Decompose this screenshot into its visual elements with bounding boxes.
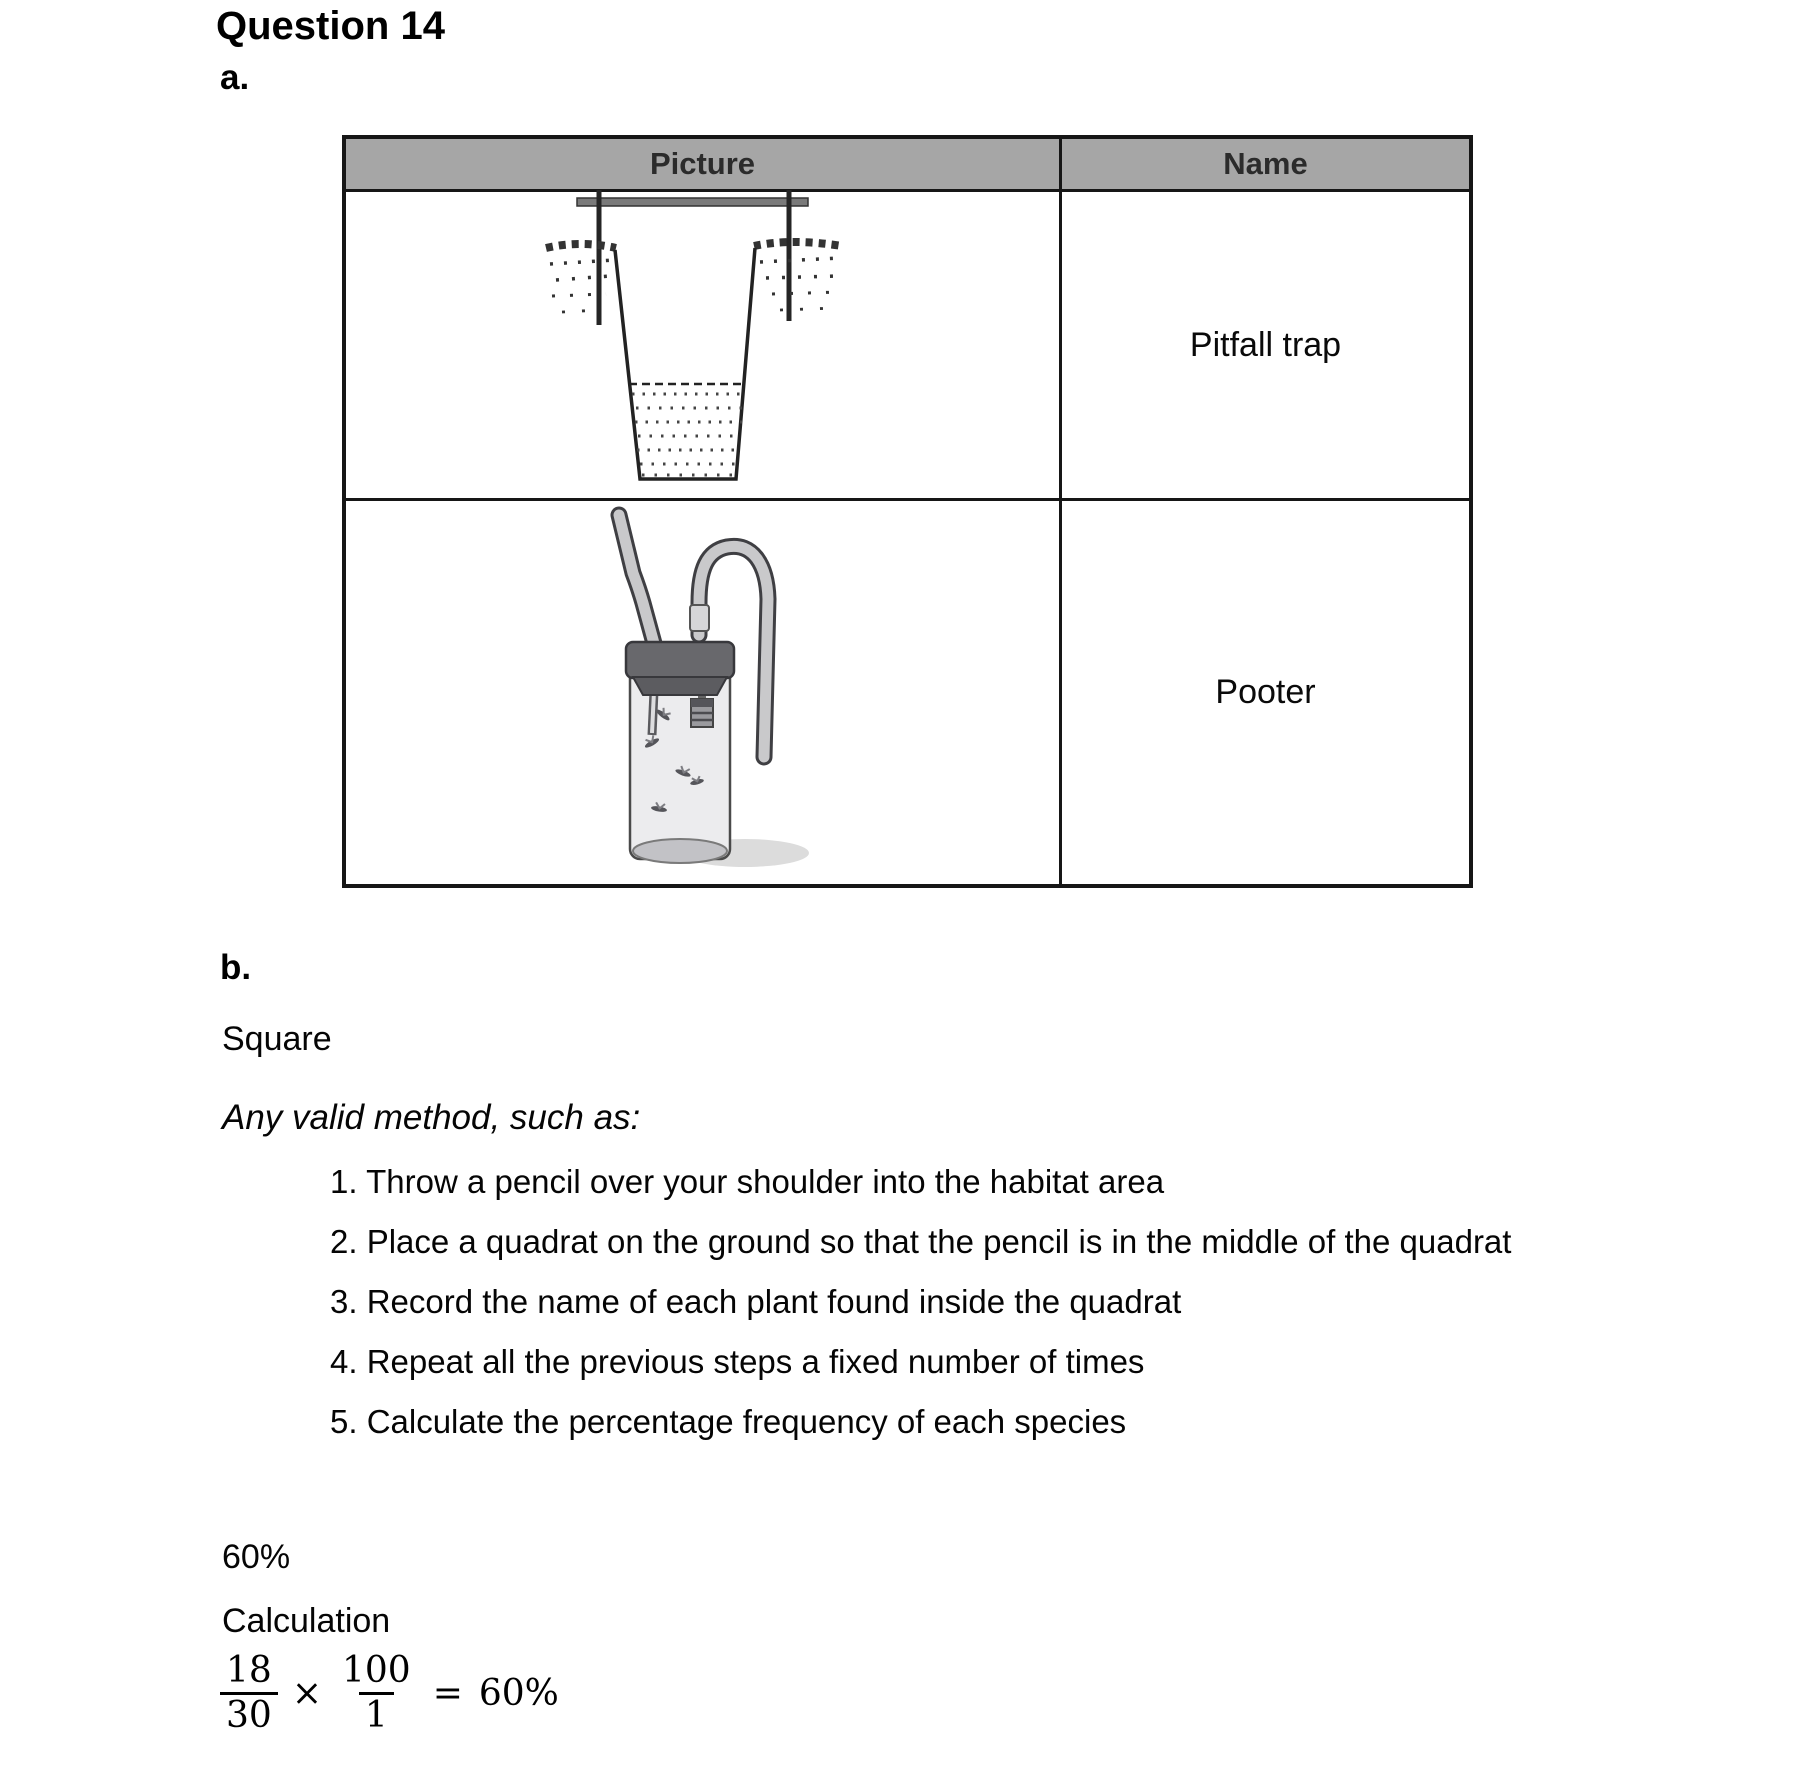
soil-right <box>753 238 843 312</box>
part-b-label: b. <box>220 948 252 987</box>
table-header-name: Name <box>1062 139 1469 192</box>
question-title: Question 14 <box>216 4 445 48</box>
table-cell-pitfall-picture <box>346 190 1062 501</box>
fraction-100-1: 100 1 <box>336 1650 417 1737</box>
formula-result: 60% <box>478 1672 559 1714</box>
calculation-label: Calculation <box>222 1602 391 1640</box>
table-cell-pooter-name: Pooter <box>1215 673 1316 711</box>
method-step-2: 2. Place a quadrat on the ground so that… <box>330 1223 1512 1260</box>
jar-lid <box>624 640 736 696</box>
method-intro: Any valid method, such as: <box>222 1098 641 1137</box>
part-a-label: a. <box>220 58 250 97</box>
pooter-illustration <box>610 506 809 867</box>
mouthpiece-tube <box>610 506 664 656</box>
fraction-numerator: 18 <box>226 1650 272 1691</box>
method-step-3: 3. Record the name of each plant found i… <box>330 1283 1182 1320</box>
fraction-denominator: 1 <box>358 1691 394 1737</box>
cup-contents <box>632 392 744 477</box>
equals-sign: = <box>432 1672 463 1714</box>
fraction-numerator: 100 <box>341 1650 411 1691</box>
multiply-operator: × <box>291 1672 322 1714</box>
shape-answer: Square <box>222 1020 332 1058</box>
insects <box>644 707 704 812</box>
equipment-table: Picture Name <box>342 135 1473 888</box>
table-cell-pitfall-name: Pitfall trap <box>1062 192 1469 501</box>
fraction-18-30: 18 30 <box>220 1650 278 1737</box>
collection-tube <box>690 537 777 766</box>
method-step-4: 4. Repeat all the previous steps a fixed… <box>330 1343 1145 1380</box>
table-cell-pooter-picture <box>346 501 1062 884</box>
method-step-1: 1. Throw a pencil over your shoulder int… <box>330 1163 1165 1200</box>
pitfall-lid <box>576 197 809 207</box>
pit-walls <box>613 247 757 481</box>
method-steps-list: 1. Throw a pencil over your shoulder int… <box>330 1152 1570 1452</box>
percentage-answer: 60% <box>222 1538 291 1576</box>
soil-left <box>545 240 617 314</box>
jar-base <box>632 838 728 864</box>
method-step-5: 5. Calculate the percentage frequency of… <box>330 1403 1127 1440</box>
fraction-denominator: 30 <box>220 1691 278 1737</box>
tube-connector <box>689 604 710 632</box>
pitfall-trap-illustration <box>545 190 843 481</box>
calculation-formula: 18 30 × 100 1 = 60% <box>220 1650 559 1737</box>
table-header-picture: Picture <box>346 139 1062 192</box>
